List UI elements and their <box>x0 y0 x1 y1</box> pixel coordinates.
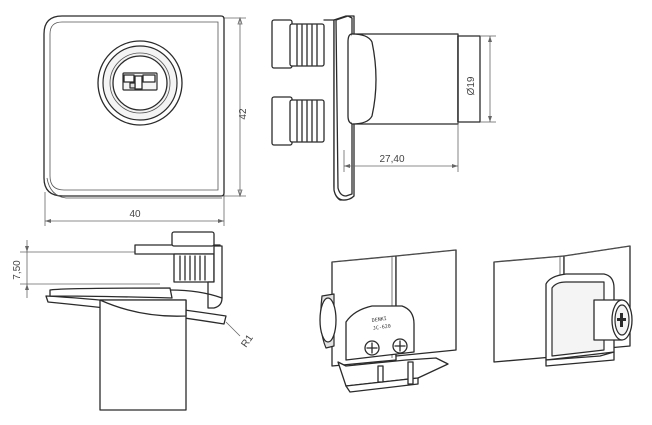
clamp-screw-thread <box>179 255 206 281</box>
lower-threaded-boss <box>271 96 325 146</box>
upper-threaded-boss <box>271 19 325 69</box>
section-view: 7,50 R1 <box>12 231 256 411</box>
iso-view-front <box>493 245 633 367</box>
diameter-dimension-label: Ø19 <box>466 76 477 95</box>
height-dimension-label: 42 <box>238 108 249 120</box>
radius-dimension-label: R1 <box>239 333 256 350</box>
model-stamp: DENKI JC-620 <box>371 316 391 332</box>
side-view: Ø19 27,40 <box>271 15 496 201</box>
screw-head-icon <box>392 338 408 354</box>
clamp-screw-block <box>173 253 215 283</box>
keyhole-icon <box>617 313 626 327</box>
offset-dimension-label: 7,50 <box>12 260 23 280</box>
keyhole-icon <box>122 72 158 91</box>
iso-view-back: DENKI JC-620 <box>319 249 457 393</box>
front-view: 42 40 <box>43 15 249 226</box>
width-dimension-label: 40 <box>129 209 141 220</box>
length-dimension-label: 27,40 <box>379 154 404 165</box>
screw-head-icon <box>364 340 380 356</box>
svg-text:DENKI: DENKI <box>371 316 387 324</box>
svg-text:JC-620: JC-620 <box>373 323 392 331</box>
